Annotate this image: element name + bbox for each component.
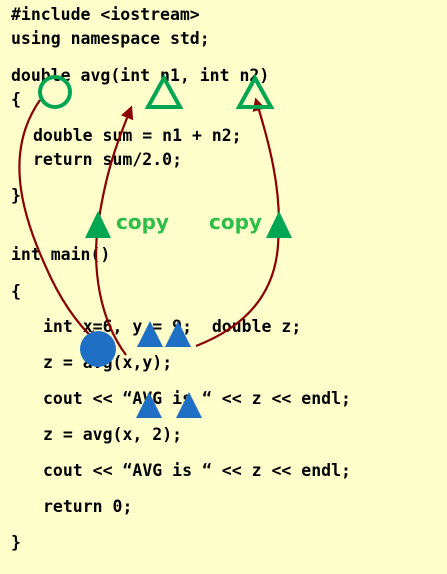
arg-x-triangle-icon xyxy=(137,321,163,347)
return-value-circle-icon xyxy=(38,75,72,109)
code-line-avg-open-brace: { xyxy=(11,90,21,109)
code-line-sum: double sum = n1 + n2; xyxy=(33,126,242,145)
param-n1-triangle-icon xyxy=(144,73,184,109)
param-n2-triangle-icon xyxy=(235,73,275,109)
code-line-cout-2: cout << “AVG is “ << z << endl; xyxy=(43,461,351,480)
code-line-return-main: return 0; xyxy=(43,497,133,516)
copy-left-triangle-icon xyxy=(85,211,111,238)
copy-label-right: copy xyxy=(209,210,262,234)
code-line-namespace: using namespace std; xyxy=(11,29,210,48)
arg-2-second-call-triangle-icon xyxy=(176,392,202,418)
return-target-circle-icon xyxy=(80,331,116,367)
arg-x-second-call-triangle-icon xyxy=(136,392,162,418)
arg-y-triangle-icon xyxy=(165,321,191,347)
copy-arrow-y-to-n2 xyxy=(195,97,281,348)
code-line-call-x2: z = avg(x, 2); xyxy=(43,425,183,444)
copy-right-triangle-icon xyxy=(266,211,292,238)
code-line-avg-signature: double avg(int n1, int n2) xyxy=(11,66,270,85)
copy-label-left: copy xyxy=(116,210,169,234)
code-line-main-close-brace: } xyxy=(11,533,21,552)
code-line-main-open-brace: { xyxy=(11,282,21,301)
code-line-include: #include <iostream> xyxy=(11,5,200,24)
code-line-return-avg: return sum/2.0; xyxy=(33,150,183,169)
return-value-arrow xyxy=(18,99,99,344)
code-line-avg-close-brace: } xyxy=(11,186,21,205)
